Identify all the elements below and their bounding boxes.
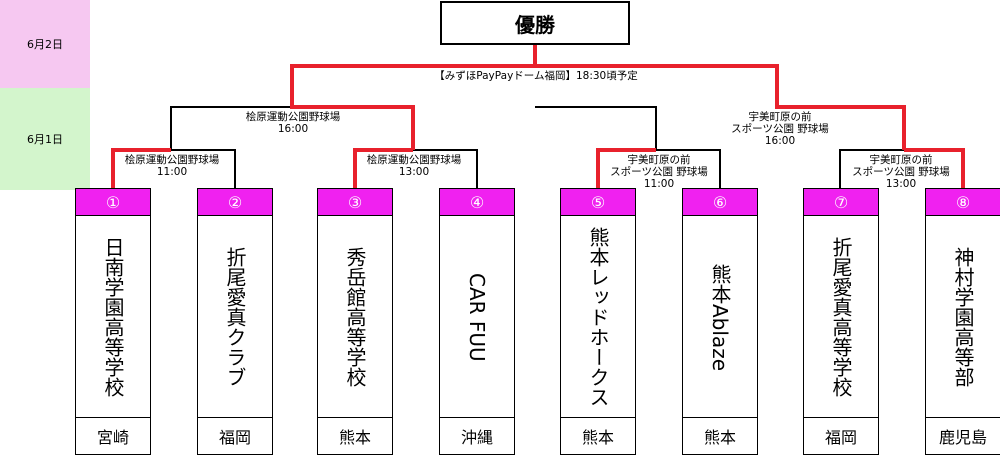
team-prefecture: 熊本 xyxy=(683,417,757,454)
team-number: ⑤ xyxy=(561,189,635,216)
bracket-line-s2-left xyxy=(535,106,657,150)
team-name: 折尾愛真クラブ xyxy=(223,247,247,387)
team-card-8: ⑧ 神村学園高等部 鹿児島 xyxy=(925,188,1000,455)
team-prefecture: 熊本 xyxy=(318,417,392,454)
quarter-venue-3: 宇美町原の前 スポーツ公園 野球場 11:00 xyxy=(601,154,717,190)
bracket-line-q3-right xyxy=(656,149,721,188)
quarter-venue-4-name: 宇美町原の前 スポーツ公園 野球場 xyxy=(852,154,950,178)
team-prefecture: 宮崎 xyxy=(76,417,150,454)
team-number: ③ xyxy=(318,189,392,216)
quarter-venue-2-time: 13:00 xyxy=(398,166,430,178)
team-card-4: ④ CAR FUU 沖縄 xyxy=(439,188,515,455)
team-name: 日南学園高等学校 xyxy=(101,237,125,397)
team-number: ⑦ xyxy=(804,189,878,216)
quarter-venue-1-name: 桧原運動公園野球場 xyxy=(124,154,220,166)
team-card-2: ② 折尾愛真クラブ 福岡 xyxy=(197,188,273,455)
bracket-line-q2-right xyxy=(413,149,478,188)
team-card-1: ① 日南学園高等学校 宮崎 xyxy=(75,188,151,455)
quarter-venue-1: 桧原運動公園野球場 11:00 xyxy=(115,154,229,178)
team-card-6: ⑥ 熊本Ablaze 熊本 xyxy=(682,188,758,455)
champion-box: 優勝 xyxy=(440,1,630,45)
bracket-line-s2-winner xyxy=(535,64,906,150)
bracket-line-q4-winner xyxy=(904,148,965,188)
team-prefecture: 鹿児島 xyxy=(926,417,1000,454)
quarter-venue-2-name: 桧原運動公園野球場 xyxy=(366,154,462,166)
semi-venue-1-time: 16:00 xyxy=(277,123,309,135)
quarter-venue-3-time: 11:00 xyxy=(643,178,675,190)
team-number: ① xyxy=(76,189,150,216)
final-venue: 【みずほPayPayドーム福岡】18:30頃予定 xyxy=(392,70,680,82)
team-number: ② xyxy=(198,189,272,216)
team-card-3: ③ 秀岳館高等学校 熊本 xyxy=(317,188,393,455)
team-prefecture: 沖縄 xyxy=(440,417,514,454)
date-label-final: 6月2日 xyxy=(0,0,90,88)
quarter-venue-1-time: 11:00 xyxy=(156,166,188,178)
semi-venue-2-time: 16:00 xyxy=(764,135,796,147)
quarter-venue-4: 宇美町原の前 スポーツ公園 野球場 13:00 xyxy=(843,154,959,190)
bracket-line-q2-winner xyxy=(353,148,413,188)
semi-venue-1: 桧原運動公園野球場 16:00 xyxy=(215,111,371,135)
bracket-line-q1-winner xyxy=(111,148,171,188)
team-number: ④ xyxy=(440,189,514,216)
team-card-5: ⑤ 熊本レッドホークス 熊本 xyxy=(560,188,636,455)
team-number: ⑧ xyxy=(926,189,1000,216)
team-name: 熊本Ablaze xyxy=(708,263,732,371)
team-name: 神村学園高等部 xyxy=(951,247,975,387)
bracket-line-s1-left xyxy=(170,106,292,150)
bracket-line-s1-winner xyxy=(290,64,535,150)
team-name: 折尾愛真高等学校 xyxy=(829,237,853,397)
bracket-line-q4-left xyxy=(839,149,904,188)
team-prefecture: 福岡 xyxy=(198,417,272,454)
team-name: 秀岳館高等学校 xyxy=(343,247,367,387)
team-card-7: ⑦ 折尾愛真高等学校 福岡 xyxy=(803,188,879,455)
semi-venue-2: 宇美町原の前 スポーツ公園 野球場 16:00 xyxy=(697,111,863,147)
date-label-first-round: 6月1日 xyxy=(0,88,90,190)
quarter-venue-2: 桧原運動公園野球場 13:00 xyxy=(357,154,471,178)
bracket-line-q1-right xyxy=(171,149,236,188)
team-name: CAR FUU xyxy=(465,272,489,362)
semi-venue-2-name: 宇美町原の前 スポーツ公園 野球場 xyxy=(731,111,829,135)
bracket-line-q3-winner xyxy=(596,148,656,188)
team-prefecture: 熊本 xyxy=(561,417,635,454)
team-prefecture: 福岡 xyxy=(804,417,878,454)
semi-venue-1-name: 桧原運動公園野球場 xyxy=(245,111,341,123)
quarter-venue-3-name: 宇美町原の前 スポーツ公園 野球場 xyxy=(610,154,708,178)
team-name: 熊本レッドホークス xyxy=(586,227,610,407)
team-number: ⑥ xyxy=(683,189,757,216)
quarter-venue-4-time: 13:00 xyxy=(885,178,917,190)
